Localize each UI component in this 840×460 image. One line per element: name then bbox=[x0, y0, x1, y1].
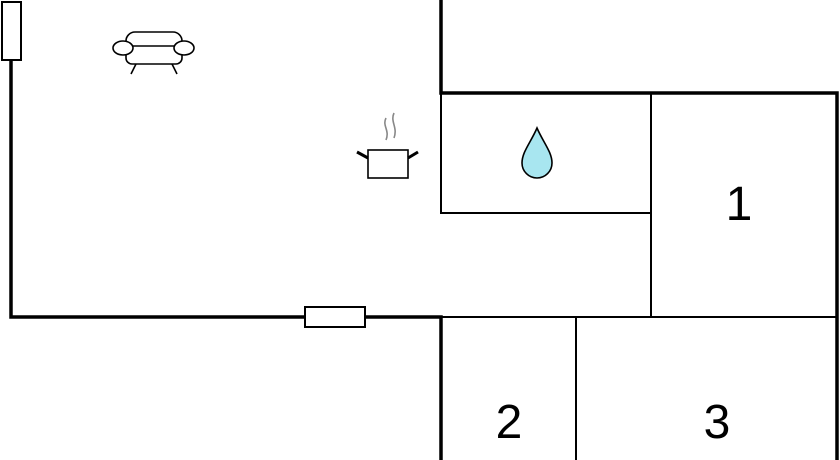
interior-walls bbox=[440, 93, 837, 460]
living-room-outer-wall bbox=[9, 58, 443, 460]
sofa-icon bbox=[112, 31, 195, 75]
walls bbox=[9, 0, 839, 460]
upper-wall bbox=[439, 0, 839, 460]
room-label-3: 3 bbox=[704, 396, 731, 449]
window-left bbox=[1, 1, 22, 61]
cooking-pot-icon bbox=[356, 112, 419, 179]
water-drop-icon bbox=[521, 125, 553, 179]
bathroom-wall bbox=[440, 93, 651, 214]
room-label-1: 1 bbox=[726, 178, 753, 231]
window-bottom bbox=[304, 306, 366, 328]
room-label-2: 2 bbox=[496, 396, 523, 449]
